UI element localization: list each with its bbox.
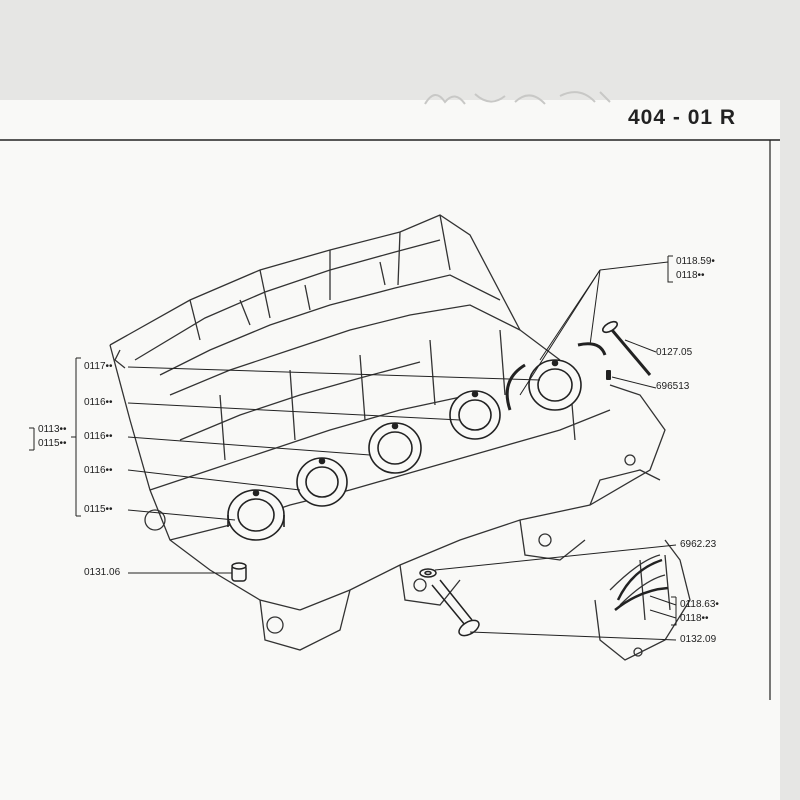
- part-label-0116-c: 0116••: [84, 465, 113, 476]
- bearing-shell-0115: [227, 489, 285, 541]
- part-label-0132-09: 0132.09: [680, 634, 717, 645]
- bearing-shell-0116-a: [296, 457, 348, 507]
- bearing-shell-0117: [528, 359, 582, 411]
- plug-0131-06: [231, 562, 247, 582]
- stud-0127-05: [601, 320, 652, 376]
- bearing-shells: [227, 359, 582, 541]
- part-label-0116-a: 0116••: [84, 397, 113, 408]
- part-label-0118-63: 0118.63•: [680, 599, 719, 610]
- part-label-0115-b: 0115••: [84, 504, 113, 515]
- part-label-0117: 0117••: [84, 361, 113, 372]
- handwritten-scribble: [424, 91, 611, 105]
- part-label-696513: 696513: [656, 381, 690, 392]
- part-label-0118-b: 0118••: [680, 613, 709, 624]
- thrust-washers: [505, 342, 607, 411]
- part-label-0113: 0113••: [38, 424, 67, 435]
- part-label-0131-06: 0131.06: [84, 567, 121, 578]
- washer-6962-23: [419, 568, 437, 578]
- bolt-0132-09: [431, 579, 480, 637]
- bearing-shell-0116-c: [449, 390, 501, 440]
- bearing-shell-0116-b: [368, 422, 422, 474]
- part-label-0115-a: 0115••: [38, 438, 67, 449]
- part-label-6962-23: 6962.23: [680, 539, 717, 550]
- bearing-shell-0118-63: [614, 558, 669, 611]
- dowel-696513: [606, 370, 611, 380]
- label-brackets: [29, 255, 677, 626]
- part-label-0118-a: 0118••: [676, 270, 705, 281]
- part-label-0127-05: 0127.05: [656, 347, 693, 358]
- page-title: 404 - 01 R: [628, 106, 737, 129]
- leader-lines: [127, 261, 677, 641]
- part-label-0116-b: 0116••: [84, 431, 113, 442]
- part-label-0118-59: 0118.59•: [676, 256, 715, 267]
